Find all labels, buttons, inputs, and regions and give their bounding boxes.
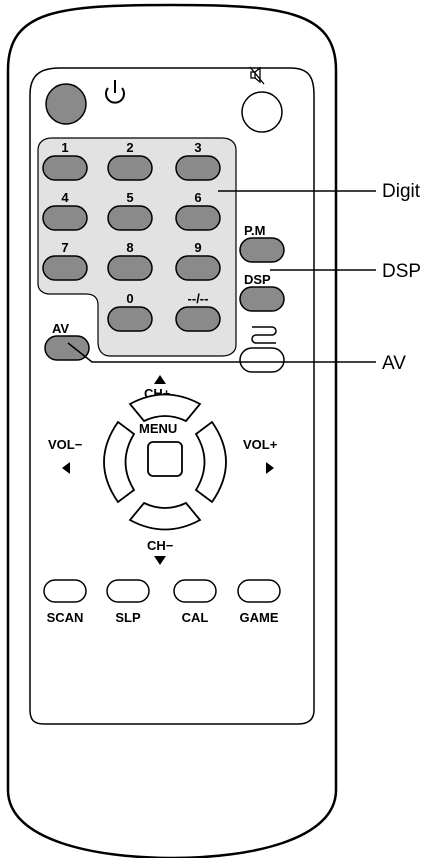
pm-label: P.M — [244, 223, 265, 238]
cal-label: CAL — [182, 610, 209, 625]
digit-button-9[interactable] — [107, 306, 153, 332]
digit-button-group: 6 — [175, 190, 221, 231]
callouts — [67, 190, 376, 363]
digit-button-group: 4 — [42, 190, 88, 231]
pm-button[interactable] — [239, 237, 285, 263]
digit-button-7[interactable] — [107, 255, 153, 281]
menu-label: MENU — [139, 421, 177, 436]
pm-button-group: P.M — [239, 223, 285, 263]
swap-icon — [251, 326, 277, 344]
game-label: GAME — [240, 610, 279, 625]
dsp-label: DSP — [244, 272, 271, 287]
ch-minus-label: CH− — [147, 538, 174, 553]
digit-button-group: 2 — [107, 140, 153, 181]
swap-button-group — [239, 326, 285, 373]
ch-up-arrow-icon — [154, 375, 166, 384]
digit-label-3: 4 — [61, 190, 69, 205]
digit-label-9: 0 — [126, 291, 133, 306]
scan-button[interactable] — [43, 579, 87, 603]
digit-button-10[interactable] — [175, 306, 221, 332]
slp-button[interactable] — [106, 579, 150, 603]
digit-button-4[interactable] — [107, 205, 153, 231]
digit-button-3[interactable] — [42, 205, 88, 231]
mute-speaker-icon — [249, 66, 265, 85]
cal-button[interactable] — [173, 579, 217, 603]
vol-left-arrow-icon — [62, 462, 70, 474]
ch-plus-button[interactable] — [128, 393, 202, 423]
digit-button-8[interactable] — [175, 255, 221, 281]
vol-right-arrow-icon — [266, 462, 274, 474]
nav-cluster: CH+ VOL− MENU VOL+ CH− — [48, 375, 278, 565]
digit-callout-label: Digit — [382, 181, 421, 202]
av-button[interactable] — [44, 335, 90, 361]
digit-label-7: 8 — [126, 240, 133, 255]
digit-label-5: 6 — [194, 190, 201, 205]
digit-button-5[interactable] — [175, 205, 221, 231]
dsp-callout-label: DSP — [382, 261, 421, 282]
digit-button-6[interactable] — [42, 255, 88, 281]
dsp-button-group: DSP — [239, 272, 285, 312]
scan-label: SCAN — [47, 610, 84, 625]
ch-down-arrow-icon — [154, 556, 166, 565]
mute-button[interactable] — [241, 91, 283, 133]
digit-button-group: 3 — [175, 140, 221, 181]
ch-minus-button[interactable] — [128, 501, 202, 531]
digit-button-1[interactable] — [107, 155, 153, 181]
av-label: AV — [52, 321, 69, 336]
av-callout-line — [67, 342, 376, 363]
digit-panel — [37, 137, 237, 357]
digit-button-group: --/-- — [175, 291, 221, 332]
digit-button-2[interactable] — [175, 155, 221, 181]
digit-label-10: --/-- — [188, 291, 209, 306]
digit-button-group: 8 — [107, 240, 153, 281]
av-button-group: AV — [44, 321, 90, 361]
vol-minus-button[interactable] — [103, 420, 136, 504]
digit-button-group: 0 — [107, 291, 153, 332]
digit-button-0[interactable] — [42, 155, 88, 181]
power-icon — [105, 80, 125, 104]
menu-button[interactable] — [147, 441, 183, 477]
digit-label-0: 1 — [61, 140, 68, 155]
digit-label-1: 2 — [126, 140, 133, 155]
vol-plus-label: VOL+ — [243, 437, 278, 452]
digit-button-group: 7 — [42, 240, 88, 281]
av-callout-label: AV — [382, 353, 406, 374]
digit-button-group: 9 — [175, 240, 221, 281]
digit-label-6: 7 — [61, 240, 68, 255]
vol-plus-button[interactable] — [194, 420, 227, 504]
digit-label-8: 9 — [194, 240, 201, 255]
dsp-button[interactable] — [239, 286, 285, 312]
digit-label-2: 3 — [194, 140, 201, 155]
digit-button-group: 1 — [42, 140, 88, 181]
slp-label: SLP — [115, 610, 141, 625]
power-button[interactable] — [45, 83, 87, 125]
swap-button[interactable] — [239, 347, 285, 373]
digit-label-4: 5 — [126, 190, 133, 205]
game-button[interactable] — [237, 579, 281, 603]
digit-button-group: 5 — [107, 190, 153, 231]
vol-minus-label: VOL− — [48, 437, 83, 452]
